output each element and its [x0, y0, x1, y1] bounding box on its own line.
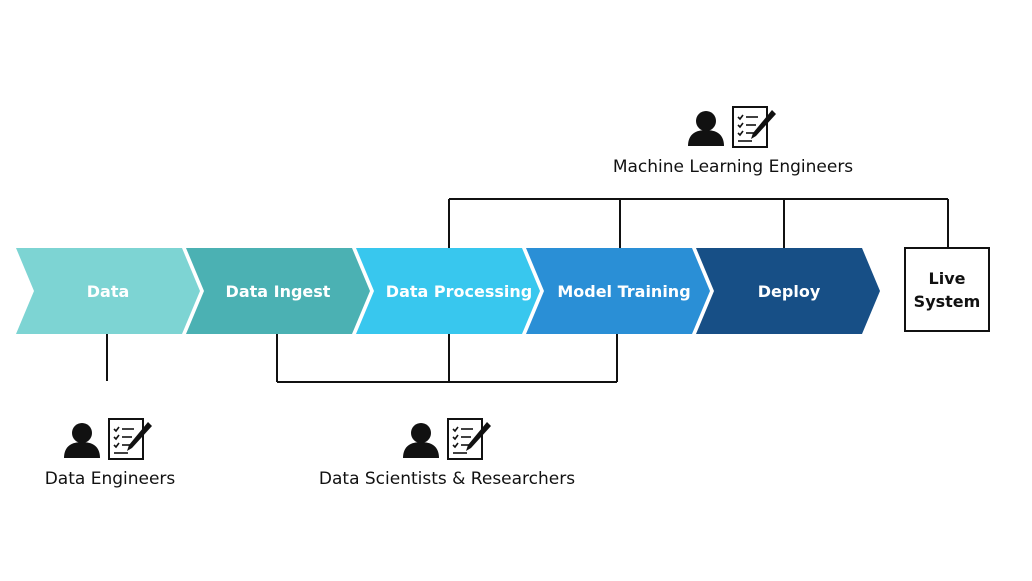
role-ml-engineers: Machine Learning Engineers [612, 157, 854, 177]
stage-label-data: Data [86, 281, 130, 301]
chevron-data-processing [356, 248, 540, 334]
chevron-model-training [526, 248, 710, 334]
checklist-pen-icon [447, 418, 492, 460]
role-data-scientists: Data Scientists & Researchers [318, 469, 576, 489]
person-icon [64, 423, 100, 458]
stage-label-deploy: Deploy [757, 281, 821, 301]
live-system-box: Live System [904, 247, 990, 332]
role-data-engineers: Data Engineers [44, 469, 176, 489]
pipeline-chevrons [16, 248, 880, 334]
checklist-pen-icon [732, 106, 777, 148]
stage-label-data-ingest: Data Ingest [225, 281, 331, 301]
ml-engineers-icons [688, 106, 777, 148]
chevron-data-ingest [186, 248, 370, 334]
stage-label-data-processing: Data Processing [385, 281, 533, 301]
person-icon [403, 423, 439, 458]
checklist-pen-icon [108, 418, 153, 460]
live-system-line2: System [913, 291, 981, 311]
data-engineers-icons [64, 418, 153, 460]
connector-lines [106, 198, 949, 383]
data-scientists-icons [403, 418, 492, 460]
person-icon [688, 111, 724, 146]
live-system-line1: Live [928, 268, 966, 288]
chevron-data [16, 248, 200, 334]
chevron-deploy [696, 248, 880, 334]
stage-label-model-training: Model Training [557, 281, 691, 301]
